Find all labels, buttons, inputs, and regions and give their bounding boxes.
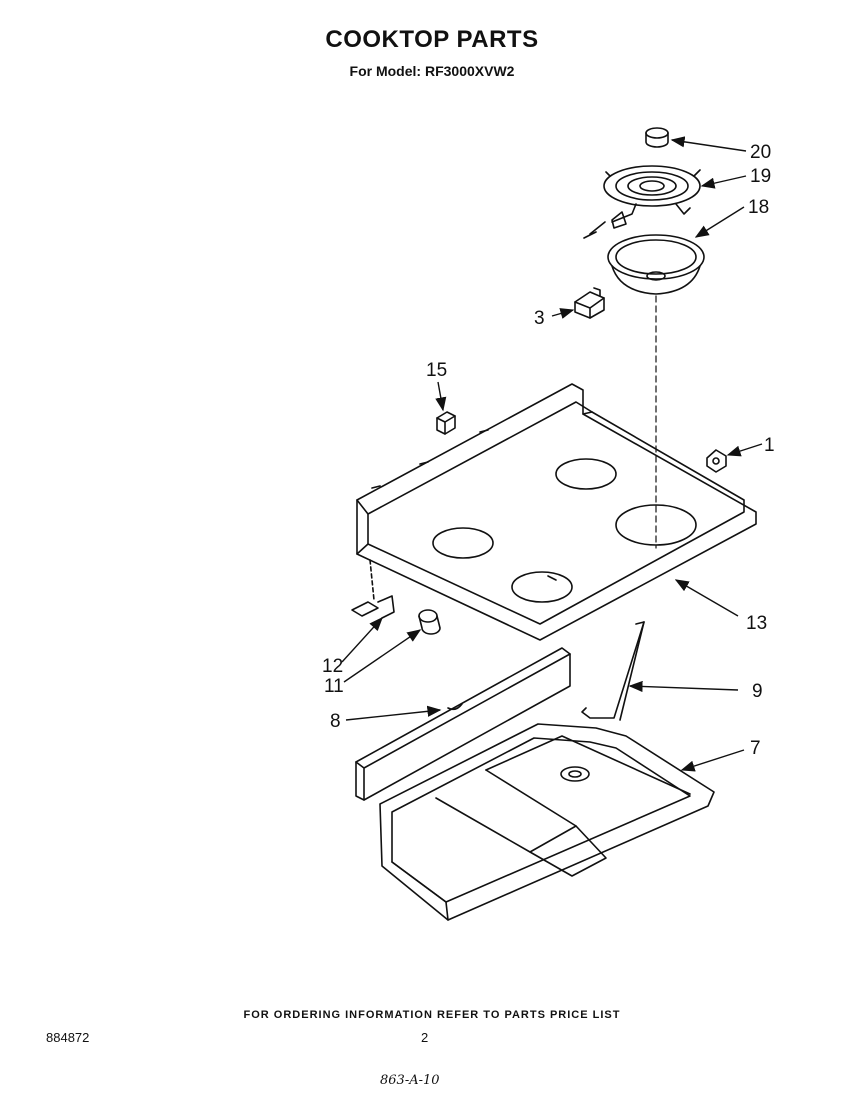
callout-11: 11 — [324, 676, 344, 697]
part-7-burner-box — [379, 723, 715, 921]
part-11-bushing — [418, 609, 441, 635]
page-number: 2 — [421, 1030, 429, 1045]
ordering-note: FOR ORDERING INFORMATION REFER TO PARTS … — [243, 1009, 621, 1021]
handwritten-note: 863-A-10 — [380, 1073, 440, 1088]
callout-20: 20 — [750, 142, 771, 163]
callout-19: 19 — [750, 166, 771, 187]
callout-15: 15 — [426, 360, 447, 381]
callout-12: 12 — [322, 656, 343, 677]
part-9-support-rod — [581, 621, 645, 721]
callout-3: 3 — [534, 308, 545, 329]
part-20-cap — [645, 127, 669, 148]
callout-9: 9 — [752, 681, 763, 702]
part-12-wire-connector — [351, 559, 395, 619]
callout-7: 7 — [750, 738, 761, 759]
callout-1: 1 — [764, 435, 775, 456]
part-8-front-channel — [355, 647, 571, 801]
callout-8: 8 — [330, 711, 341, 732]
page-title: COOKTOP PARTS — [325, 26, 539, 53]
model-subtitle: For Model: RF3000XVW2 — [349, 63, 515, 79]
part-19-burner-element — [583, 165, 701, 239]
part-18-drip-bowl — [607, 234, 705, 295]
callout-18: 18 — [748, 197, 769, 218]
part-13-cooktop — [356, 383, 757, 641]
part-3-receptacle — [574, 287, 605, 319]
part-1-bracket — [706, 449, 727, 473]
document-number: 884872 — [46, 1030, 90, 1045]
part-15-clip — [436, 411, 456, 435]
callout-13: 13 — [746, 613, 767, 634]
